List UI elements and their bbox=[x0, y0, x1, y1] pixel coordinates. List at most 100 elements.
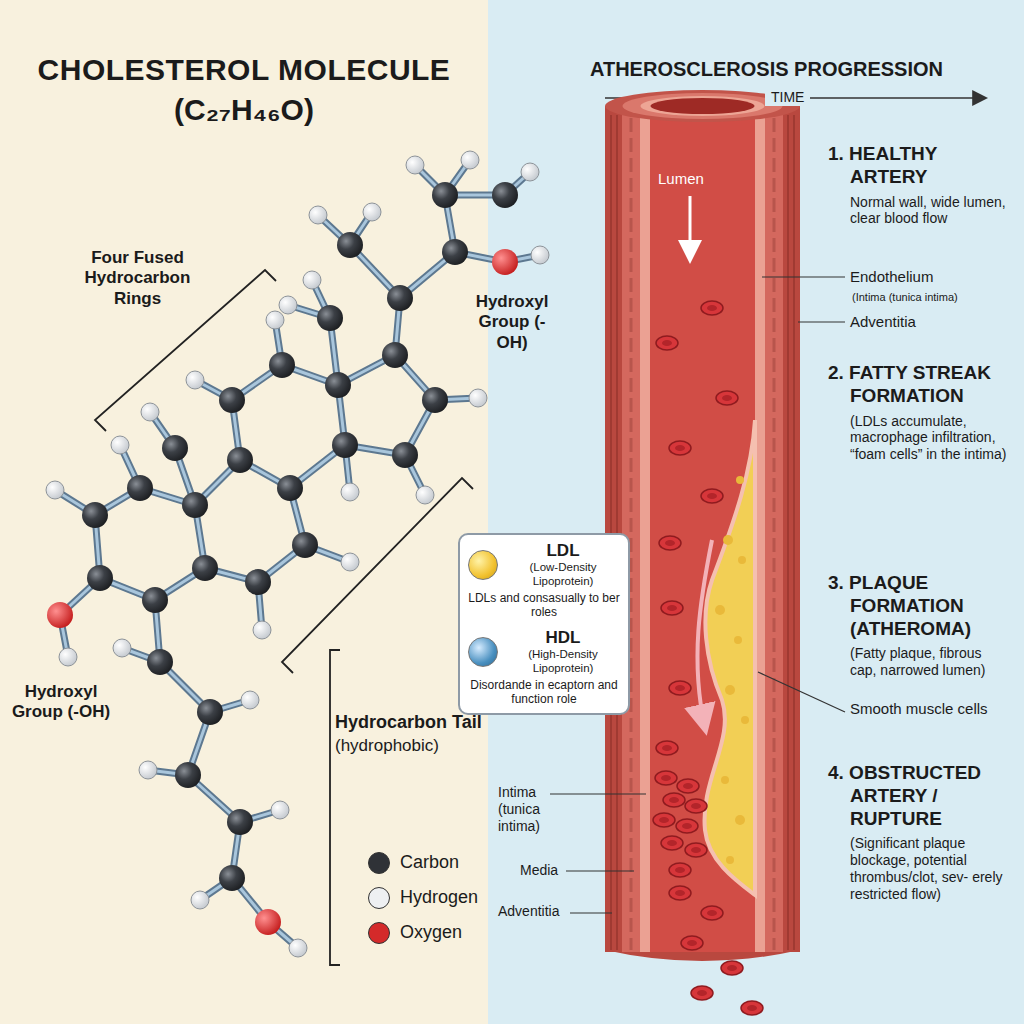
carbon-atoms bbox=[227, 447, 253, 473]
red-blood-cells bbox=[681, 936, 703, 950]
red-blood-cells bbox=[653, 301, 763, 1015]
hydrogen-atoms bbox=[266, 311, 284, 329]
red-blood-cells bbox=[677, 779, 699, 793]
key-full-name: (Low-Density Lipoprotein) bbox=[506, 561, 620, 589]
artery bbox=[605, 106, 800, 952]
part-label: Endothelium bbox=[850, 268, 1010, 286]
legend-swatch bbox=[368, 852, 390, 874]
leader-lines bbox=[762, 276, 845, 277]
carbon-atoms bbox=[87, 565, 113, 591]
leader-lines bbox=[550, 793, 646, 794]
carbon-atoms bbox=[219, 865, 245, 891]
key-head-text: LDL(Low-Density Lipoprotein) bbox=[506, 541, 620, 589]
artery bbox=[721, 776, 729, 784]
carbon-atoms bbox=[492, 182, 518, 208]
legend-row: Oxygen bbox=[368, 922, 462, 944]
hydrogen-atoms bbox=[289, 939, 307, 957]
red-blood-cells bbox=[685, 799, 707, 813]
carbon-atoms bbox=[192, 555, 218, 581]
hydrogen-atoms bbox=[309, 206, 327, 224]
artery bbox=[622, 106, 783, 952]
red-blood-cells bbox=[669, 886, 691, 900]
part-label: Media bbox=[520, 862, 558, 879]
key-head: LDL(Low-Density Lipoprotein) bbox=[468, 541, 620, 589]
key-note: LDLs and consasually to ber roles bbox=[468, 591, 620, 620]
artery bbox=[725, 685, 735, 695]
red-blood-cells bbox=[676, 819, 698, 833]
oxygen-atoms bbox=[47, 249, 518, 935]
key-head-text: HDL(High-Density Lipoprotein) bbox=[506, 628, 620, 676]
hydrogen-atoms bbox=[469, 389, 487, 407]
artery bbox=[773, 118, 776, 950]
key-note: Disordande in ecaptorn and function role bbox=[468, 678, 620, 707]
legend-row: Carbon bbox=[368, 852, 459, 874]
carbon-atoms bbox=[182, 492, 208, 518]
stage-note: (LDLs accumulate, macrophage infiltratio… bbox=[850, 413, 1010, 463]
artery bbox=[736, 476, 744, 484]
carbon-atoms bbox=[162, 435, 188, 461]
hydrogen-atoms bbox=[59, 648, 77, 666]
artery bbox=[641, 96, 765, 116]
stage-note: (Significant plaque blockage, potential … bbox=[850, 835, 1010, 902]
red-blood-cells bbox=[663, 793, 685, 807]
brackets bbox=[330, 650, 340, 965]
carbon-atoms bbox=[337, 232, 363, 258]
tail-note: (hydrophobic) bbox=[335, 736, 485, 756]
key-entry: LDL(Low-Density Lipoprotein)LDLs and con… bbox=[468, 541, 620, 620]
hydrogen-atoms bbox=[253, 621, 271, 639]
artery bbox=[631, 118, 774, 950]
carbon-atoms bbox=[442, 239, 468, 265]
formula: (C₂₇H₄₆O) bbox=[0, 92, 488, 128]
stage-heading: 2. FATTY STREAK FORMATION bbox=[828, 362, 1008, 408]
part-label: Adventitia bbox=[498, 903, 559, 920]
carbon-atoms bbox=[82, 502, 108, 528]
legend-text: Carbon bbox=[400, 852, 459, 874]
leader-lines bbox=[570, 912, 612, 913]
red-blood-cells bbox=[661, 601, 683, 615]
right-panel bbox=[488, 0, 1024, 1024]
red-blood-cells bbox=[716, 391, 738, 405]
rings-label: Four Fused Hydrocarbon Rings bbox=[70, 248, 205, 309]
hydrogen-atoms bbox=[461, 151, 479, 169]
carbon-atoms bbox=[277, 475, 303, 501]
red-blood-cells bbox=[721, 961, 743, 975]
red-blood-cells bbox=[741, 1001, 763, 1015]
time-label: TIME bbox=[765, 89, 810, 106]
lipoprotein-dot bbox=[468, 637, 498, 667]
artery bbox=[651, 98, 755, 114]
legend-swatch bbox=[368, 922, 390, 944]
main-title: CHOLESTEROL MOLECULE bbox=[0, 52, 488, 88]
red-blood-cells bbox=[669, 441, 691, 455]
carbon-atoms bbox=[82, 182, 518, 891]
hydrogen-atoms bbox=[191, 891, 209, 909]
artery bbox=[697, 540, 712, 728]
carbon-atoms bbox=[392, 442, 418, 468]
artery bbox=[723, 535, 733, 545]
key-box: LDL(Low-Density Lipoprotein)LDLs and con… bbox=[458, 533, 630, 715]
red-blood-cells bbox=[701, 489, 723, 503]
hydrogen-atoms bbox=[363, 203, 381, 221]
carbon-atoms bbox=[197, 699, 223, 725]
carbon-atoms bbox=[245, 569, 271, 595]
red-blood-cells bbox=[656, 741, 678, 755]
carbon-atoms bbox=[387, 285, 413, 311]
carbon-atoms bbox=[142, 587, 168, 613]
artery bbox=[738, 556, 746, 564]
red-blood-cells bbox=[701, 301, 723, 315]
artery bbox=[605, 950, 800, 961]
artery bbox=[650, 106, 755, 952]
carbon-atoms bbox=[332, 432, 358, 458]
artery bbox=[689, 196, 692, 258]
part-note: (Intima (tunica intima) bbox=[852, 291, 1017, 304]
hydrogen-atoms bbox=[531, 246, 549, 264]
hydroxyl-label: Hydroxyl Group (-OH) bbox=[6, 682, 116, 723]
hydrogen-atoms bbox=[521, 163, 539, 181]
artery bbox=[715, 605, 725, 615]
stage-heading: 3. PLAQUE FORMATION (ATHEROMA) bbox=[828, 572, 1008, 640]
carbon-atoms bbox=[269, 352, 295, 378]
key-name: HDL bbox=[506, 628, 620, 648]
lipoprotein-dot bbox=[468, 550, 498, 580]
carbon-atoms bbox=[325, 372, 351, 398]
hydrogen-atoms bbox=[186, 371, 204, 389]
